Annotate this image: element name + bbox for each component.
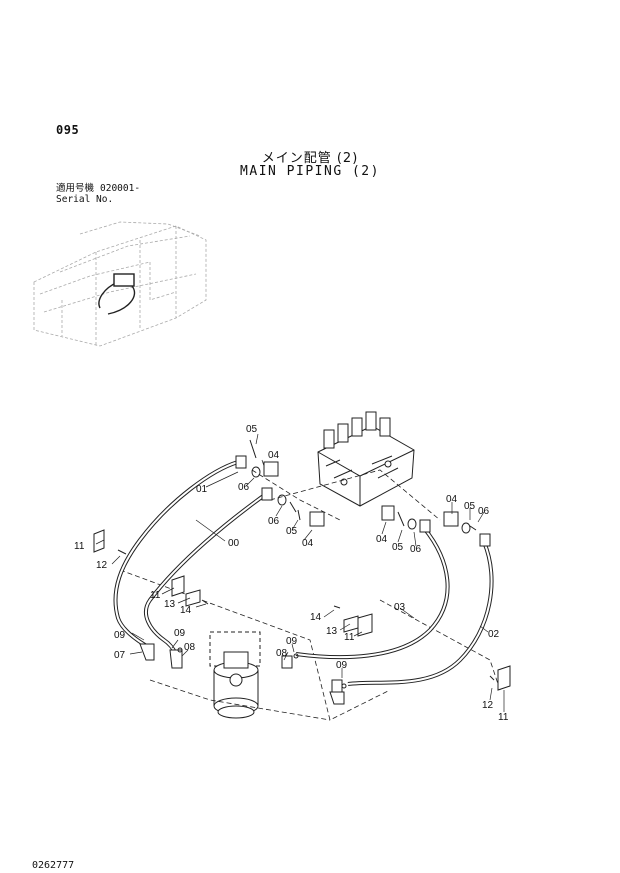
thumbnail-hose — [98, 273, 136, 315]
leader-lines — [95, 433, 505, 712]
label-04: 04 — [302, 538, 314, 549]
label-03: 03 — [394, 602, 406, 613]
label-05: 05 — [286, 526, 298, 537]
label-05: 05 — [392, 542, 404, 553]
label-01: 01 — [196, 484, 208, 495]
label-05: 05 — [464, 501, 476, 512]
label-13: 13 — [164, 599, 176, 610]
label-06: 06 — [410, 544, 422, 555]
label-11: 11 — [498, 712, 509, 723]
label-09: 09 — [114, 630, 126, 641]
label-13: 13 — [326, 626, 338, 637]
label-12: 12 — [482, 700, 494, 711]
label-08: 08 — [184, 642, 196, 653]
footer-code: 0262777 — [32, 860, 75, 871]
label-09: 09 — [286, 636, 298, 647]
reference-lines — [119, 469, 501, 721]
label-08: 08 — [276, 648, 288, 659]
label-11: 11 — [74, 541, 85, 552]
label-02: 02 — [488, 629, 500, 640]
title-japanese: メイン配管 (2) — [261, 151, 359, 166]
label-04: 04 — [446, 494, 458, 505]
clamps — [93, 529, 511, 691]
label-06: 06 — [478, 506, 490, 517]
label-09: 09 — [174, 628, 186, 639]
label-11: 11 — [150, 590, 161, 601]
page-number: 095 — [56, 123, 80, 137]
hoses — [113, 460, 494, 686]
label-05: 05 — [246, 424, 258, 435]
control-valve — [317, 411, 415, 507]
label-04: 04 — [376, 534, 388, 545]
part-labels: 05 04 01 06 06 05 04 00 11 12 11 13 14 0… — [74, 424, 509, 723]
label-06: 06 — [268, 516, 280, 527]
label-04: 04 — [268, 450, 280, 461]
machine-thumbnail — [33, 221, 207, 347]
label-06: 06 — [238, 482, 250, 493]
o-rings — [177, 466, 471, 689]
title-english: MAIN PIPING (2) — [240, 164, 380, 179]
label-14: 14 — [180, 605, 192, 616]
label-09: 09 — [336, 660, 348, 671]
label-00: 00 — [228, 538, 240, 549]
label-07: 07 — [114, 650, 126, 661]
hydraulic-motor — [209, 631, 261, 719]
serial-info: 適用号機 020001- Serial No. — [56, 183, 140, 205]
serial-label-en: Serial No. — [56, 194, 114, 205]
label-11: 11 — [344, 632, 355, 643]
flanges — [263, 461, 459, 527]
bolts — [117, 439, 495, 681]
fittings — [139, 455, 491, 705]
serial-label-jp: 適用号機 — [56, 183, 95, 194]
label-12: 12 — [96, 560, 108, 571]
serial-value: 020001- — [100, 183, 141, 194]
label-14: 14 — [310, 612, 322, 623]
